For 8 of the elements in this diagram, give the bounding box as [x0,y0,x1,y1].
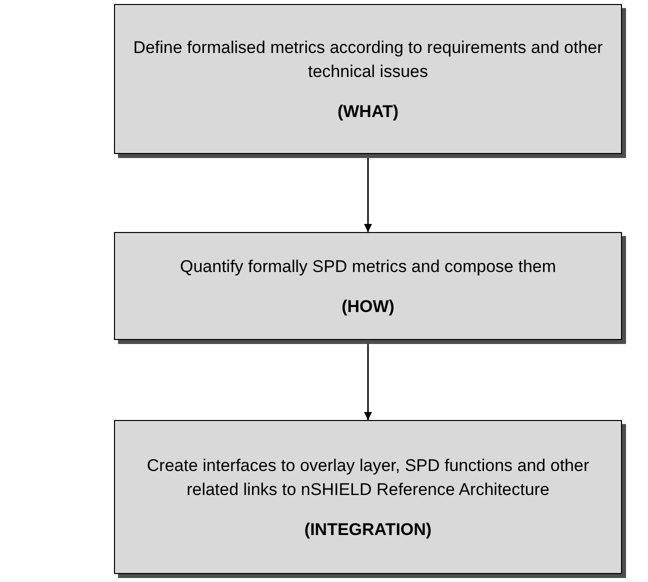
box-heading: (INTEGRATION) [304,520,432,540]
arrow [364,155,372,232]
box-heading: (WHAT) [337,102,399,122]
box-text: Create interfaces to overlay layer, SPD functions and other related links to nSHIELD Reference Architecture [146,455,590,501]
arrow [364,341,372,420]
box-text: Define formalised metrics according to requirements and other technical issues [132,37,604,83]
box-text: Quantify formally SPD metrics and compose them [180,256,556,278]
box-heading: (HOW) [342,297,394,317]
